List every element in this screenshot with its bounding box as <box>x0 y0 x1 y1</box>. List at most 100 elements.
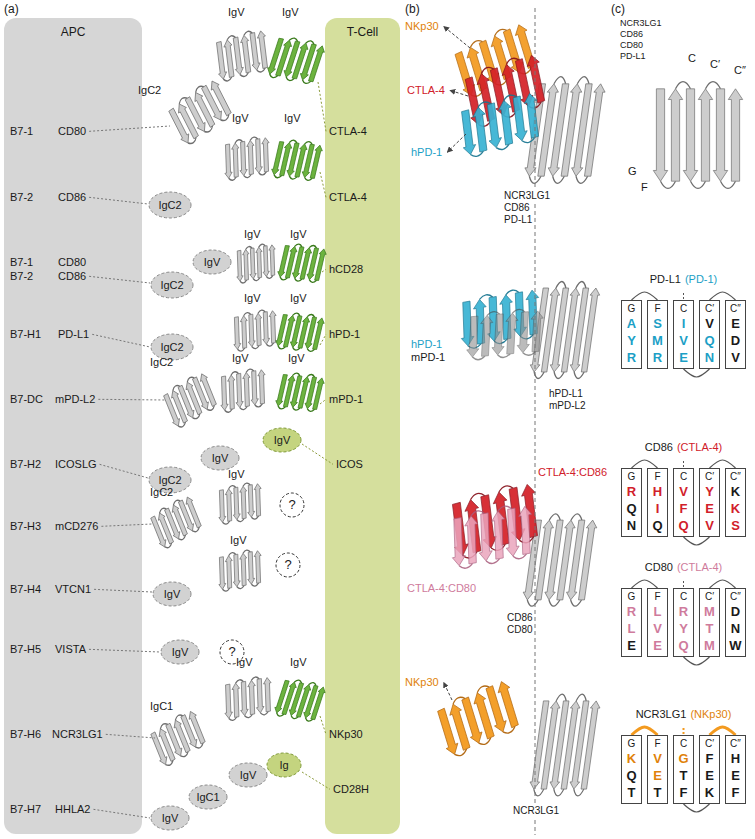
axis-mark <box>683 728 685 734</box>
cell-panel: APC <box>4 18 142 834</box>
figure-label: NCR3LG1 <box>52 728 103 741</box>
residue-letter: T <box>680 767 688 784</box>
loop-curve <box>293 373 301 376</box>
loop-curve <box>240 72 249 77</box>
domain-ellipse: IgV <box>160 639 200 665</box>
figure-label: CD86 <box>645 441 673 454</box>
loop-curve <box>309 245 317 248</box>
figure-label: CD80 <box>620 40 643 50</box>
strand-name: C′ <box>705 590 714 603</box>
ellipse-shape <box>276 553 300 577</box>
residue-letter: N <box>627 517 636 534</box>
beta-strand <box>478 512 493 562</box>
figure-label: CD86 <box>58 191 86 204</box>
axis-mark <box>683 581 684 587</box>
figure-label: B7-2 <box>10 191 33 204</box>
loop-curve <box>225 409 233 413</box>
figure-label: IgC2 <box>150 356 173 369</box>
ig-domain-ribbon <box>528 694 602 796</box>
figure-label: CD80 <box>645 561 673 574</box>
residue-letter: R <box>627 483 636 500</box>
domain-ellipse: IgV <box>228 762 268 788</box>
loop-curve <box>661 181 676 188</box>
figure-label: mPD-L2 <box>548 400 587 412</box>
loop-curve <box>204 126 214 134</box>
figure-label: CD86 <box>58 270 86 283</box>
beta-strand <box>227 374 235 409</box>
strand-box: C″DNW <box>725 588 746 657</box>
beta-strand <box>311 378 325 410</box>
figure-label: IgV <box>282 6 299 19</box>
strand-box: CIVE <box>673 300 694 369</box>
leader-line <box>302 444 333 464</box>
ig-domain-ribbon <box>236 242 276 284</box>
leader-arrow <box>444 682 452 700</box>
figure-label: CD80 <box>58 256 86 269</box>
ig-domain-ribbon <box>274 372 326 412</box>
figure-label: IgV <box>290 228 307 241</box>
residue-letter: M <box>652 332 663 349</box>
residue-letter: E <box>731 315 740 332</box>
beta-strand <box>492 314 506 356</box>
domain-name: IgC2 <box>160 341 183 354</box>
ig-domain-ribbon <box>270 139 324 181</box>
figure-label: PD-L1 <box>620 51 646 61</box>
loop-curve <box>523 352 536 356</box>
beta-strand <box>269 310 277 343</box>
loop-connector <box>710 727 736 735</box>
residue-letter: V <box>679 483 688 500</box>
ellipse-shape <box>201 446 239 470</box>
residue-letter: L <box>654 603 662 620</box>
figure-label: hCD28 <box>329 263 363 276</box>
beta-strand <box>504 313 518 355</box>
figure-label: IgC1 <box>150 700 173 713</box>
residue-letter: E <box>653 767 662 784</box>
beta-strand <box>240 681 249 716</box>
loop-curve <box>522 137 535 144</box>
ellipse-shape <box>267 753 301 777</box>
loop-curve <box>455 749 468 758</box>
domain-ellipse: Ig <box>266 752 302 778</box>
residue-letter: E <box>653 637 662 654</box>
leader-line <box>89 276 150 283</box>
ig-domain-ribbon <box>466 307 544 361</box>
loop-curve <box>570 600 582 606</box>
figure-label: CD80 <box>506 624 534 636</box>
beta-strand <box>465 515 480 565</box>
figure-label: B7-DC <box>10 393 43 406</box>
beta-strand <box>668 89 682 181</box>
beta-strand <box>269 244 276 276</box>
strand-name: F <box>654 302 660 315</box>
figure-label: HHLA2 <box>55 803 90 816</box>
loop-curve <box>573 789 584 796</box>
domain-name: Ig <box>279 759 288 772</box>
loop-curve <box>179 535 187 541</box>
figure-label: B7-H1 <box>10 328 41 341</box>
loop-curve <box>721 181 736 188</box>
leader-line <box>320 172 326 197</box>
beta-strand <box>683 89 697 181</box>
loop-connector <box>684 369 710 377</box>
loop-curve <box>223 521 230 525</box>
figure-label: VTCN1 <box>55 583 91 596</box>
residue-letter: Y <box>627 332 636 349</box>
strand-name: F <box>654 737 660 750</box>
beta-strand <box>491 510 506 560</box>
figure-label: PD-L1 <box>503 214 533 226</box>
ig-domain-ribbon <box>528 282 601 379</box>
beta-strand <box>258 369 266 404</box>
beta-strand <box>247 551 255 584</box>
ellipse-shape <box>263 428 301 452</box>
residue-letter: V <box>653 750 662 767</box>
ellipse-shape <box>149 192 191 218</box>
strand-box: C″KKS <box>725 468 746 537</box>
figure-label: B7-H6 <box>10 728 41 741</box>
domain-name: IgV <box>212 452 229 465</box>
figure-label: hPD-L1 <box>548 388 584 400</box>
figure-label: C″ <box>734 64 746 77</box>
figure-label: PD-L1 <box>58 328 89 341</box>
residue-letter: T <box>628 784 636 801</box>
strand-box: FSMR <box>647 300 668 369</box>
ig-domain-ribbon <box>214 27 269 83</box>
